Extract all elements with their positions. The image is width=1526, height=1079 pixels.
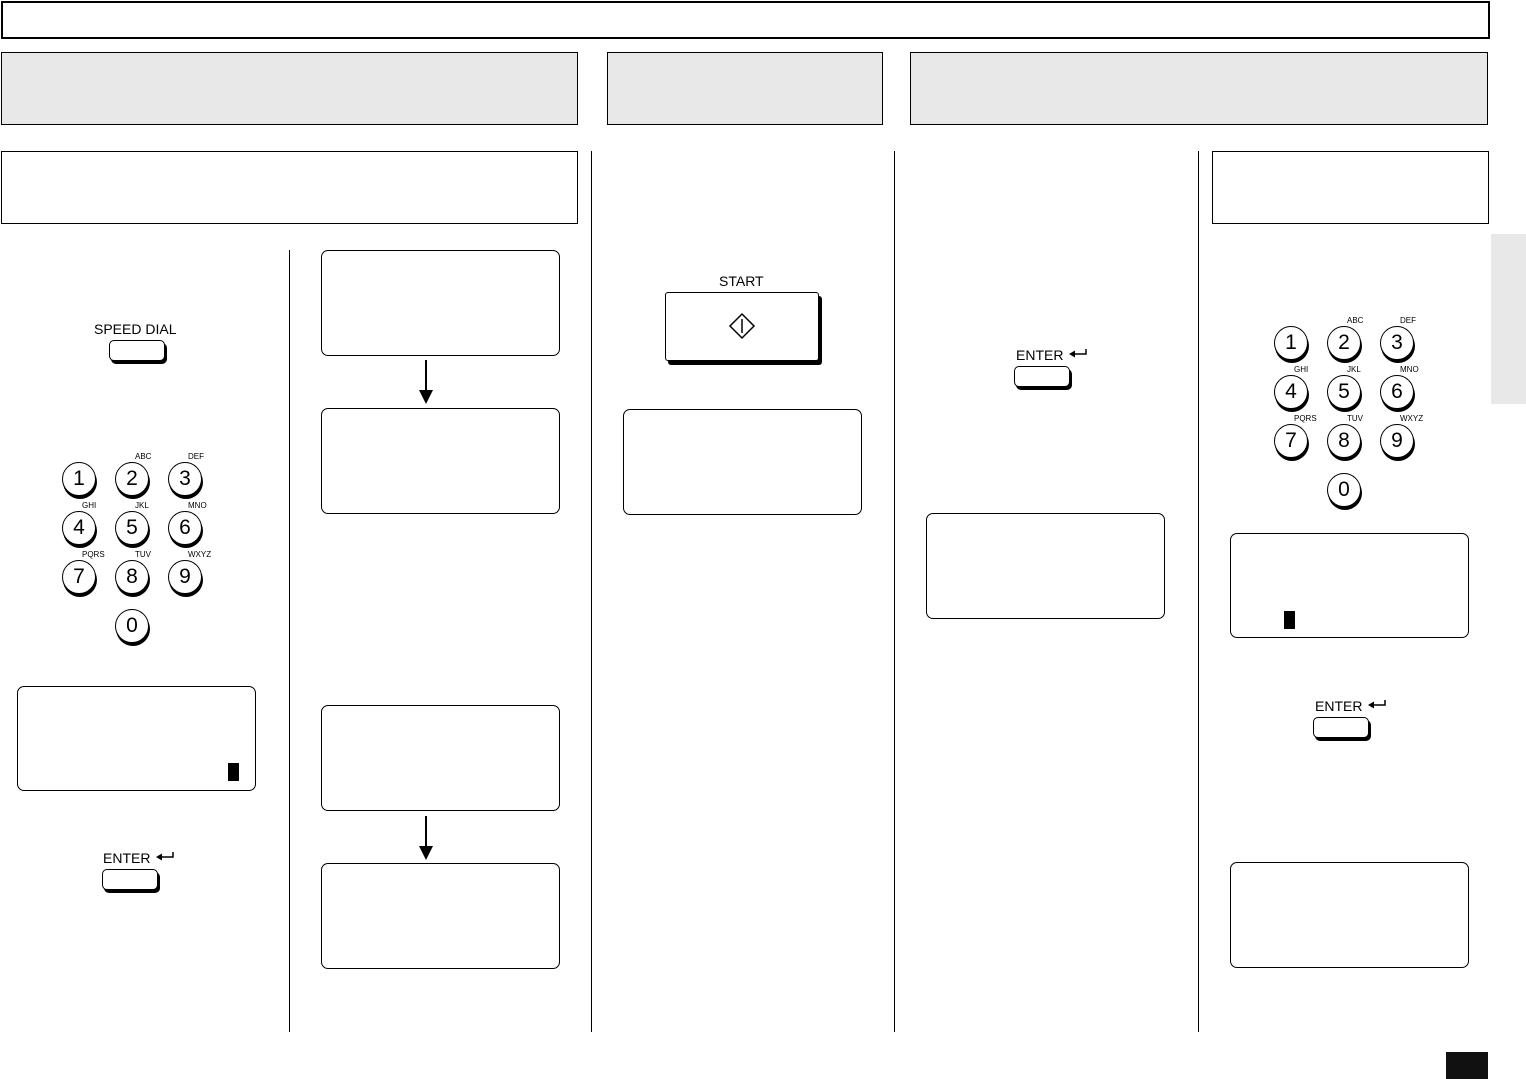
key-5[interactable]: 5 [115,511,149,545]
key-3-letters: DEF [1400,316,1416,325]
section-header-1 [1,52,578,125]
enter-button[interactable] [1014,366,1070,387]
enter-arrow-icon [1368,700,1387,709]
lcd-display [321,705,560,811]
key-9[interactable]: 9 [1380,424,1414,458]
key-2[interactable]: 2 [1327,326,1361,360]
key-1[interactable]: 1 [62,462,96,496]
key-3[interactable]: 3 [168,462,202,496]
lcd-display [623,409,862,515]
chapter-side-tab [1491,234,1526,404]
enter-label: ENTER [1016,347,1088,363]
enter-label-text: ENTER [1315,698,1363,714]
lcd-display [321,250,560,356]
key-0[interactable]: 0 [1327,473,1361,507]
step-box-1 [1,151,578,224]
key-5[interactable]: 5 [1327,375,1361,409]
key-7[interactable]: 7 [1274,424,1308,458]
enter-label-text: ENTER [103,850,151,866]
lcd-display [1230,862,1469,968]
speed-dial-button[interactable] [109,340,165,361]
key-2[interactable]: 2 [115,462,149,496]
lcd-display [1230,533,1469,638]
column-divider [894,151,895,1032]
key-8[interactable]: 8 [1327,424,1361,458]
key-6-letters: MNO [188,501,207,510]
key-8[interactable]: 8 [115,560,149,594]
key-0[interactable]: 0 [115,609,149,643]
key-2-letters: ABC [1347,316,1364,325]
key-9[interactable]: 9 [168,560,202,594]
start-button[interactable] [665,292,819,361]
enter-button[interactable] [102,869,158,890]
key-1[interactable]: 1 [1274,326,1308,360]
key-3-letters: DEF [188,452,204,461]
section-header-3 [910,52,1488,125]
key-4[interactable]: 4 [62,511,96,545]
lcd-display [321,408,560,514]
key-5-letters: JKL [1347,365,1361,374]
key-3[interactable]: 3 [1380,326,1414,360]
key-5-letters: JKL [135,501,149,510]
key-8-letters: TUV [1347,414,1363,423]
start-diamond-icon [728,312,756,340]
column-divider [591,151,592,1032]
page-number-tab [1446,1052,1488,1079]
key-9-letters: WXYZ [1400,414,1424,423]
enter-label-text: ENTER [1016,347,1064,363]
enter-arrow-icon [1069,349,1088,358]
key-4[interactable]: 4 [1274,375,1308,409]
page-title-bar [1,1,1490,39]
key-7[interactable]: 7 [62,560,96,594]
column-divider [1198,151,1199,1032]
section-header-2 [607,52,883,125]
lcd-cursor [228,763,239,781]
key-7-letters: PQRS [82,550,105,559]
column-divider [289,250,290,1032]
lcd-display [321,863,560,969]
enter-label: ENTER [1315,698,1387,714]
key-6-letters: MNO [1400,365,1419,374]
enter-button[interactable] [1313,717,1369,738]
lcd-display [926,513,1165,619]
enter-label: ENTER [103,850,175,866]
key-7-letters: PQRS [1294,414,1317,423]
speed-dial-label: SPEED DIAL [94,321,177,337]
key-6[interactable]: 6 [1380,375,1414,409]
lcd-display [17,686,256,791]
key-4-letters: GHI [1294,365,1309,374]
key-2-letters: ABC [135,452,152,461]
key-8-letters: TUV [135,550,151,559]
start-label: START [719,273,764,289]
key-9-letters: WXYZ [188,550,212,559]
key-4-letters: GHI [82,501,97,510]
step-box-2 [1212,151,1489,224]
key-6[interactable]: 6 [168,511,202,545]
lcd-cursor [1284,611,1295,629]
enter-arrow-icon [156,852,175,861]
